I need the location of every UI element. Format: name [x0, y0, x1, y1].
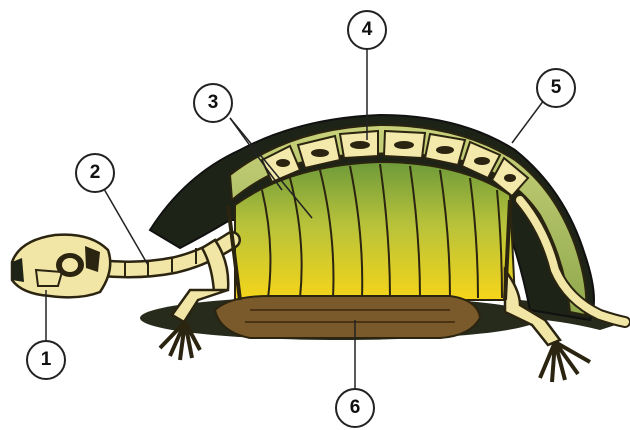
skull	[12, 235, 110, 298]
callout-5: 5	[536, 68, 576, 108]
callout-2: 2	[75, 153, 115, 193]
plastron	[215, 296, 480, 338]
callout-3: 3	[193, 83, 233, 123]
callout-4: 4	[347, 10, 387, 50]
callout-1: 1	[26, 340, 66, 380]
callout-6: 6	[335, 388, 375, 428]
